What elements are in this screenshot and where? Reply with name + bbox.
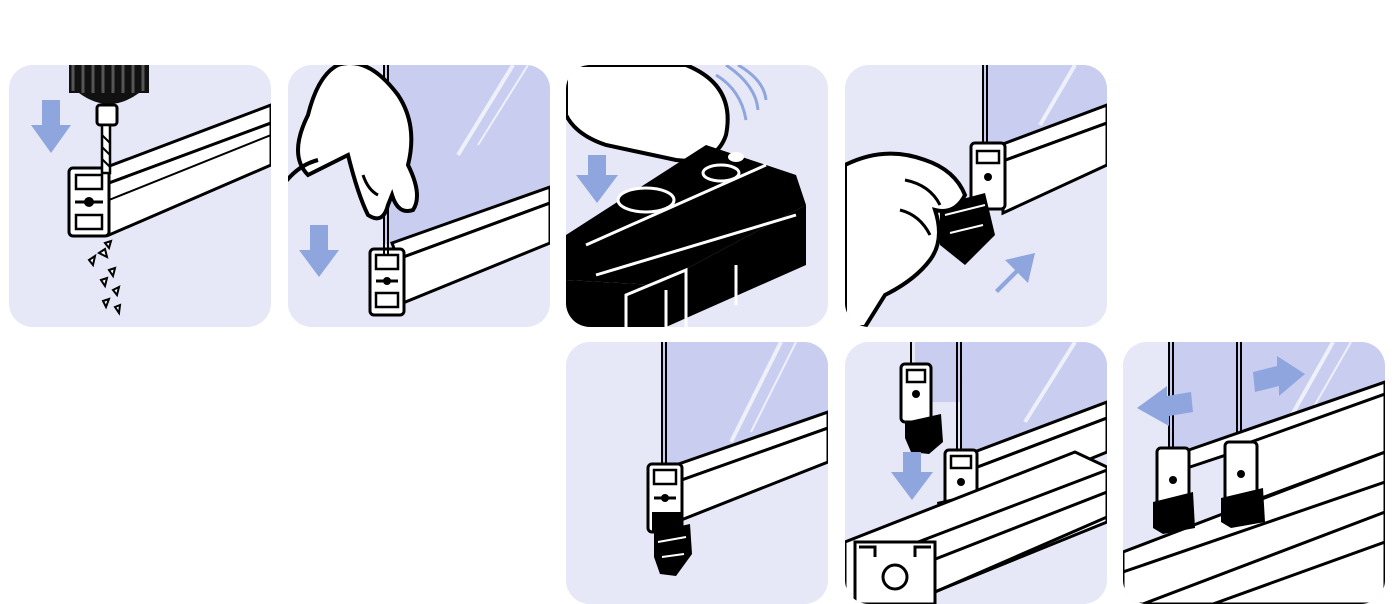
step-2-illustration (288, 65, 550, 327)
step-6-mount-on-rail (845, 342, 1107, 604)
step-5-illustration (566, 342, 828, 604)
step-4-illustration (845, 65, 1107, 327)
step-6-illustration (845, 342, 1107, 604)
step-3-illustration (566, 65, 828, 327)
step-7-illustration (1123, 342, 1385, 604)
step-2-insert-glass (288, 65, 550, 327)
step-3-press-block (566, 65, 828, 327)
step-1-illustration (9, 65, 271, 327)
step-7-slide-panels (1123, 342, 1385, 604)
step-5-assembled-unit (566, 342, 828, 604)
step-4-attach-block (845, 65, 1107, 327)
step-1-drill-profile (9, 65, 271, 327)
